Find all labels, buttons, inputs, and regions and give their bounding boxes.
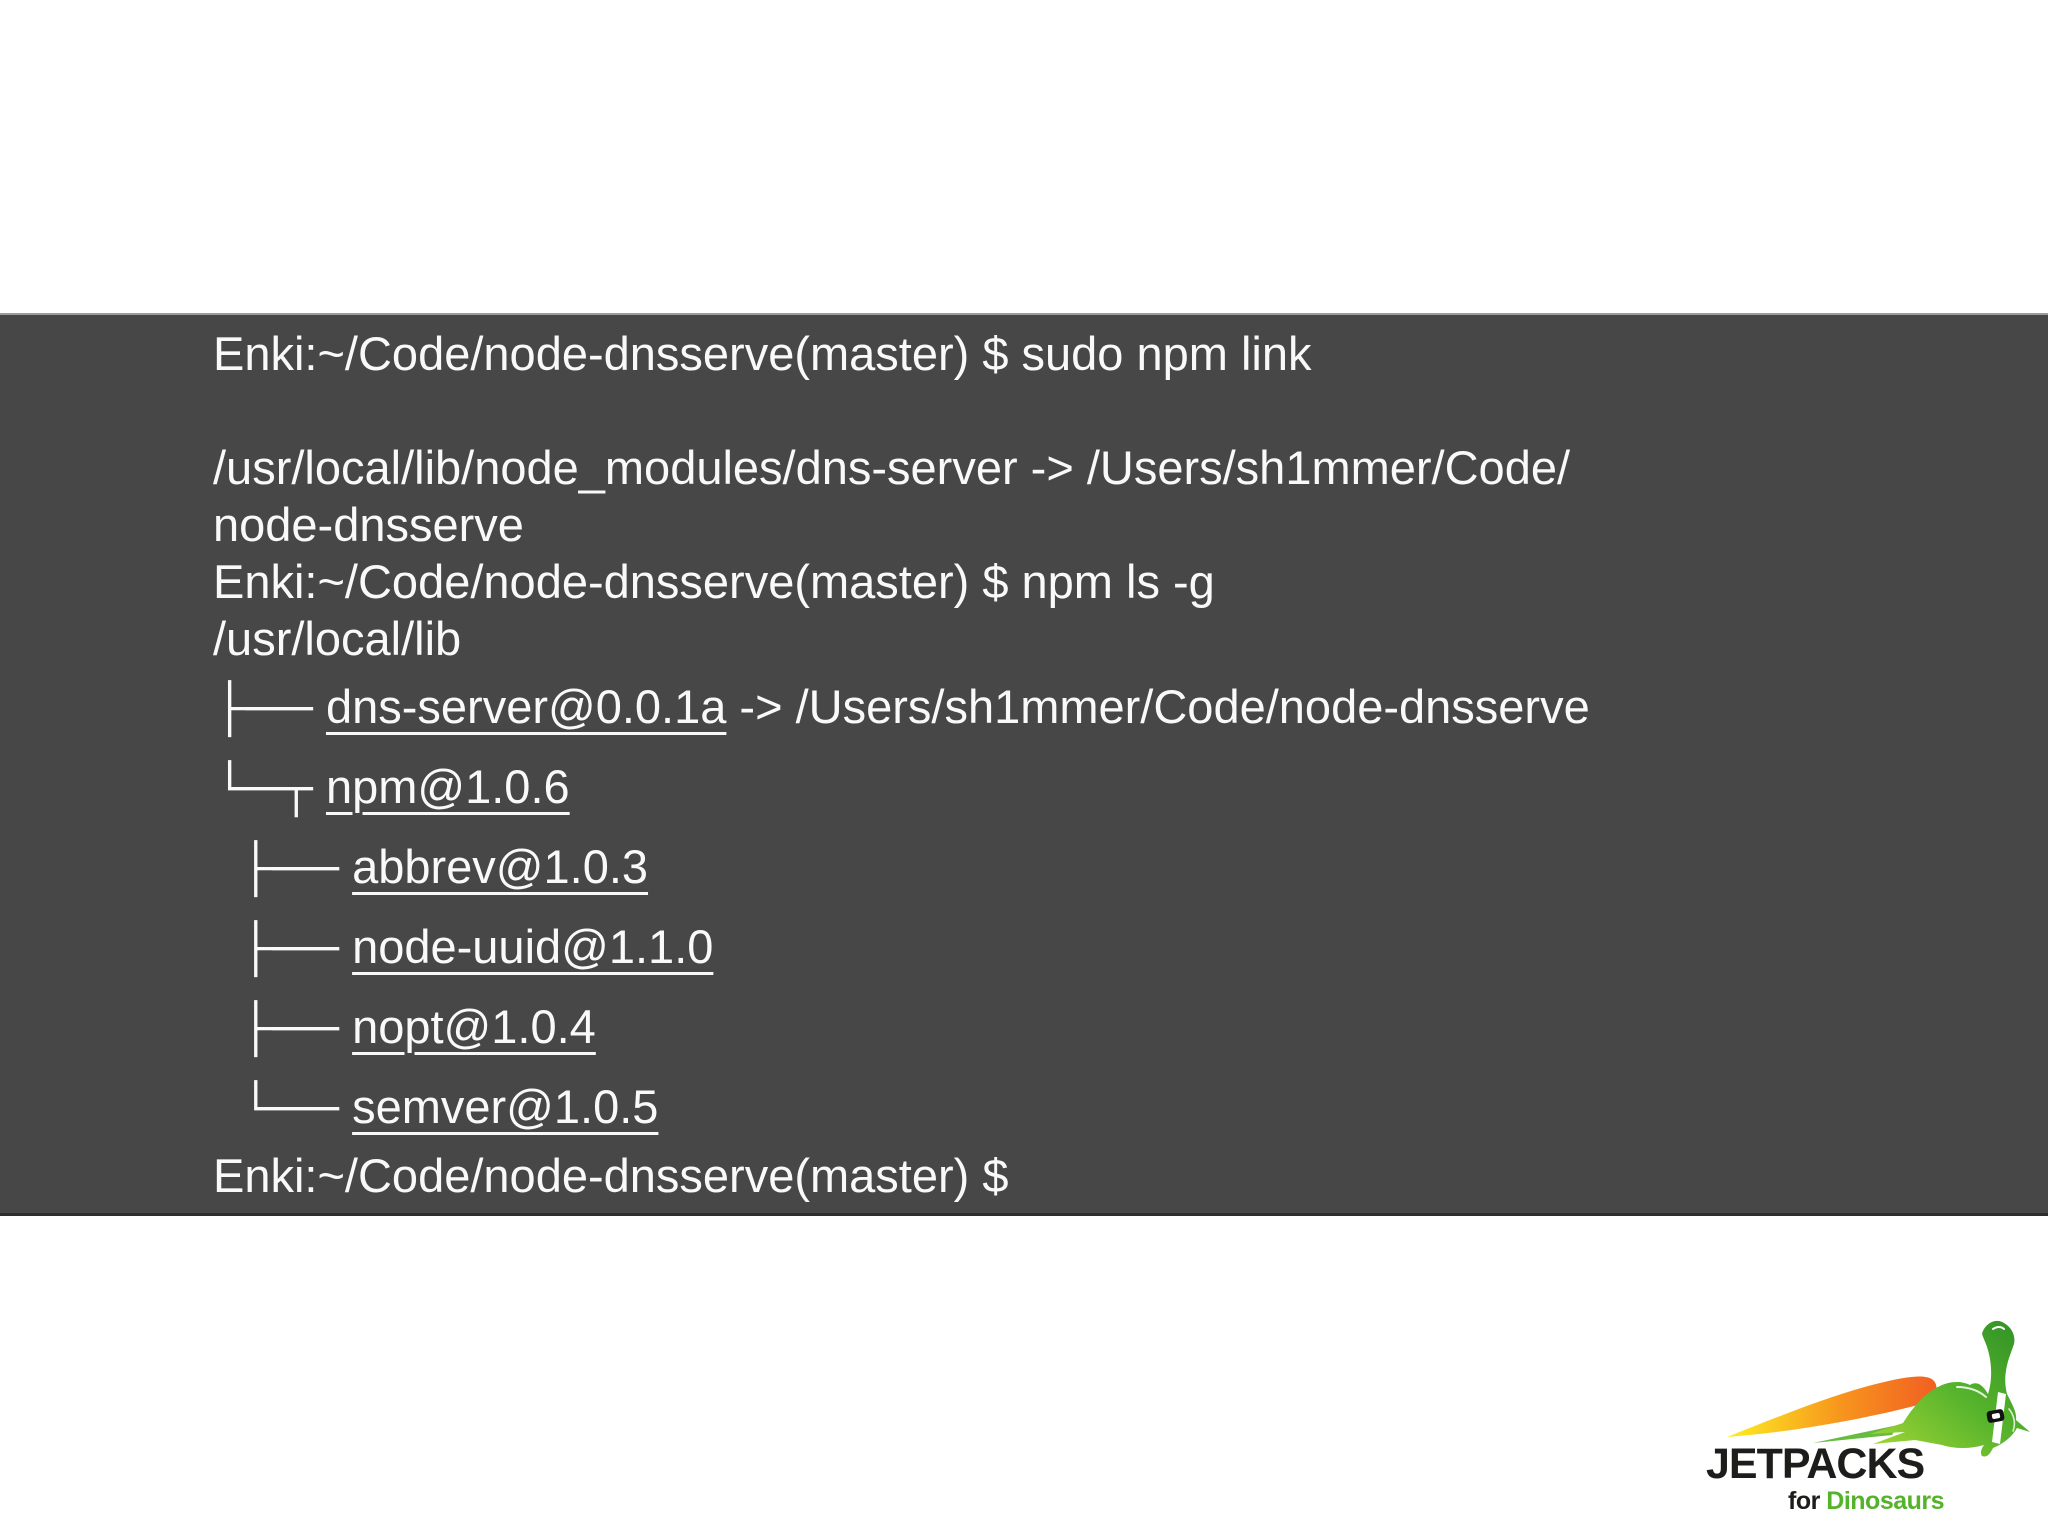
tree-branch-glyph: └──	[213, 1080, 353, 1133]
terminal-blank-line	[213, 382, 2048, 439]
logo-subtitle: for Dinosaurs	[1788, 1487, 1945, 1516]
terminal-output-line: /usr/local/lib	[213, 612, 462, 665]
npm-tree-row: ├── nopt@1.0.4	[213, 987, 2048, 1067]
package-link[interactable]: node-uuid@1.1.0	[352, 920, 714, 973]
tree-branch-glyph: ├──	[213, 840, 353, 893]
npm-tree-row: └── semver@1.0.5	[213, 1067, 2048, 1147]
terminal-output-line: /usr/local/lib/node_modules/dns-server -…	[213, 441, 1571, 494]
logo-title: JETPACKS	[1706, 1440, 1925, 1488]
npm-tree-row: └─┬ npm@1.0.6	[213, 747, 2048, 827]
harness-buckle-hole	[1991, 1412, 2001, 1420]
dinosaur-jetpack-icon	[1727, 1320, 2030, 1457]
terminal-prompt-line: Enki:~/Code/node-dnsserve(master) $ npm …	[213, 555, 1215, 608]
jetpack-flame	[1727, 1376, 1937, 1437]
logo-subtitle-for: for	[1788, 1487, 1827, 1515]
package-link[interactable]: nopt@1.0.4	[352, 1000, 596, 1053]
body-highlight	[1956, 1386, 1987, 1398]
tree-row-suffix: -> /Users/sh1mmer/Code/node-dnsserve	[726, 680, 1590, 733]
terminal-output-line: node-dnsserve	[213, 498, 524, 551]
package-link[interactable]: abbrev@1.0.3	[352, 840, 649, 893]
logo-subtitle-dinosaurs: Dinosaurs	[1826, 1487, 1945, 1515]
dinosaur-eye	[1992, 1326, 2005, 1330]
speed-line	[1813, 1425, 1898, 1443]
npm-tree-row: ├── node-uuid@1.1.0	[213, 907, 2048, 987]
tree-branch-glyph: ├──	[213, 1000, 353, 1053]
package-link[interactable]: dns-server@0.0.1a	[325, 680, 727, 733]
rump-highlight	[2008, 1408, 2016, 1432]
tree-branch-glyph: ├──	[213, 680, 326, 733]
terminal-screenshot: Enki:~/Code/node-dnsserve(master) $ sudo…	[0, 313, 2048, 1216]
tree-branch-glyph: └─┬	[213, 760, 326, 813]
terminal-prompt-line: Enki:~/Code/node-dnsserve(master) $ sudo…	[213, 327, 1312, 380]
package-link[interactable]: semver@1.0.5	[352, 1080, 659, 1133]
tree-branch-glyph: ├──	[213, 920, 353, 973]
package-link[interactable]: npm@1.0.6	[325, 760, 570, 813]
jetpacks-for-dinosaurs-logo: JETPACKS for Dinosaurs	[1700, 1282, 2048, 1532]
npm-tree-row: ├── abbrev@1.0.3	[213, 827, 2048, 907]
npm-tree-row: ├── dns-server@0.0.1a -> /Users/sh1mmer/…	[213, 667, 2048, 747]
terminal-prompt-line: Enki:~/Code/node-dnsserve(master) $	[213, 1149, 1009, 1202]
